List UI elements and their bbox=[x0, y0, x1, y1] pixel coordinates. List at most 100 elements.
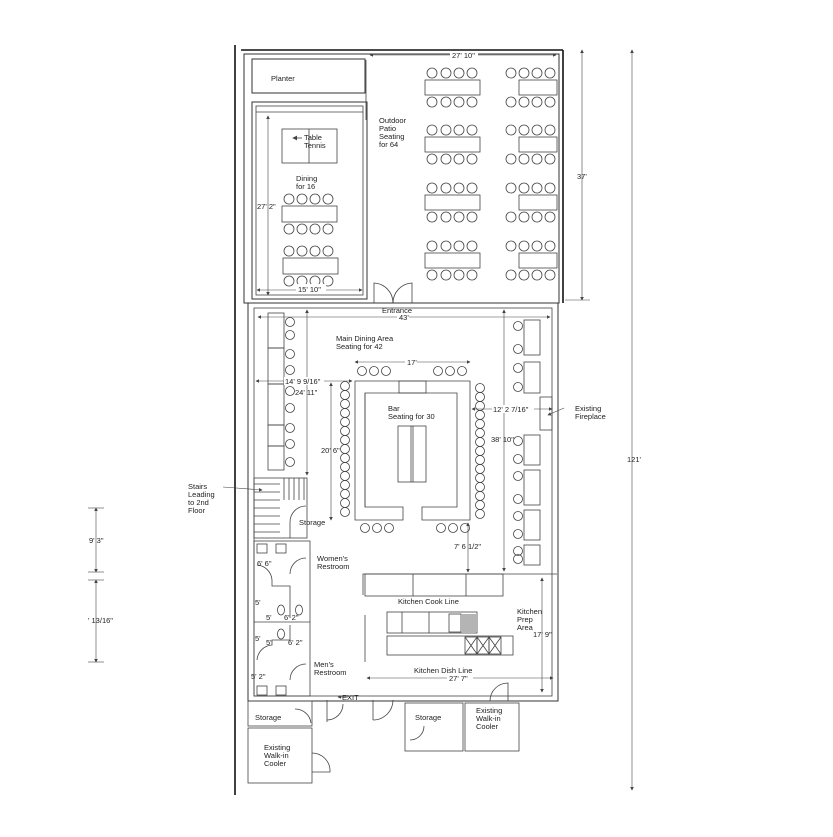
svg-text:38' 10": 38' 10" bbox=[491, 435, 514, 444]
chair bbox=[369, 366, 379, 376]
main-dining-area: 43' Main Dining Area Seating for 42 24' … bbox=[255, 309, 551, 572]
svg-text:Storage: Storage bbox=[299, 518, 325, 527]
chair bbox=[453, 153, 465, 165]
chair bbox=[544, 96, 556, 108]
chair bbox=[531, 153, 543, 165]
chair bbox=[453, 211, 465, 223]
svg-text:Walk-in: Walk-in bbox=[476, 714, 501, 723]
left-dimensions: 9' 3" ' 13/16" bbox=[88, 507, 113, 663]
chair bbox=[475, 392, 485, 402]
chair bbox=[360, 523, 370, 533]
svg-text:Entrance: Entrance bbox=[382, 306, 412, 315]
chair bbox=[285, 423, 295, 433]
chair bbox=[322, 245, 334, 257]
chair bbox=[505, 96, 517, 108]
chair bbox=[440, 67, 452, 79]
chair bbox=[384, 523, 394, 533]
chair bbox=[340, 381, 350, 391]
chair bbox=[453, 269, 465, 281]
table-tennis-table bbox=[281, 128, 338, 164]
patio-table bbox=[424, 79, 481, 96]
chair bbox=[475, 383, 485, 393]
svg-text:Existing: Existing bbox=[264, 743, 290, 752]
chair bbox=[453, 182, 465, 194]
svg-text:Dining: Dining bbox=[296, 174, 317, 183]
svg-text:Floor: Floor bbox=[188, 506, 206, 515]
chair bbox=[505, 67, 517, 79]
chair bbox=[531, 67, 543, 79]
svg-text:Leading: Leading bbox=[188, 490, 215, 499]
fireplace: Existing Fireplace bbox=[539, 396, 606, 431]
chair bbox=[433, 366, 443, 376]
svg-text:Tennis: Tennis bbox=[304, 141, 326, 150]
chair bbox=[285, 365, 295, 375]
chair bbox=[340, 489, 350, 499]
chair bbox=[296, 245, 308, 257]
svg-text:27' 7": 27' 7" bbox=[449, 674, 468, 683]
svg-text:5': 5' bbox=[255, 598, 261, 607]
chair bbox=[531, 240, 543, 252]
svg-text:6' 2": 6' 2" bbox=[284, 613, 299, 622]
booth bbox=[523, 544, 541, 566]
svg-text:17': 17' bbox=[407, 358, 417, 367]
svg-text:Restroom: Restroom bbox=[317, 562, 350, 571]
svg-text:for 64: for 64 bbox=[379, 140, 398, 149]
svg-text:Main Dining Area: Main Dining Area bbox=[336, 334, 394, 343]
svg-text:Patio: Patio bbox=[379, 124, 396, 133]
patio-table bbox=[518, 79, 558, 96]
svg-text:27' 10": 27' 10" bbox=[452, 51, 475, 60]
kitchen: Kitchen Cook Line Kitchen Prep Area 17' … bbox=[362, 573, 557, 702]
chair bbox=[466, 124, 478, 136]
chair bbox=[475, 437, 485, 447]
chair bbox=[285, 439, 295, 449]
chair bbox=[544, 240, 556, 252]
entrance-doors[interactable]: Entrance bbox=[373, 282, 413, 315]
chair bbox=[466, 182, 478, 194]
chair bbox=[466, 211, 478, 223]
svg-text:5': 5' bbox=[266, 638, 272, 647]
chair bbox=[340, 498, 350, 508]
chair bbox=[475, 500, 485, 510]
chair bbox=[518, 153, 530, 165]
chair bbox=[531, 269, 543, 281]
svg-text:Kitchen: Kitchen bbox=[517, 607, 542, 616]
chair bbox=[340, 507, 350, 517]
chair bbox=[357, 366, 367, 376]
chair bbox=[426, 96, 438, 108]
chair bbox=[531, 211, 543, 223]
chair bbox=[381, 366, 391, 376]
svg-text:24' 11": 24' 11" bbox=[295, 388, 318, 397]
chair bbox=[453, 240, 465, 252]
chair bbox=[505, 182, 517, 194]
chair bbox=[440, 153, 452, 165]
svg-text:Seating for 42: Seating for 42 bbox=[336, 342, 383, 351]
svg-text:Women's: Women's bbox=[317, 554, 348, 563]
chair bbox=[453, 67, 465, 79]
chair bbox=[440, 182, 452, 194]
chair bbox=[505, 211, 517, 223]
chair bbox=[309, 223, 321, 235]
svg-text:Existing: Existing bbox=[575, 404, 601, 413]
chair bbox=[513, 344, 523, 354]
chair bbox=[426, 240, 438, 252]
chair bbox=[475, 419, 485, 429]
svg-text:9' 3": 9' 3" bbox=[89, 536, 104, 545]
chair bbox=[285, 330, 295, 340]
chair bbox=[466, 96, 478, 108]
svg-text:121': 121' bbox=[627, 455, 642, 464]
chair bbox=[426, 124, 438, 136]
svg-text:14' 9 9/16": 14' 9 9/16" bbox=[285, 377, 321, 386]
svg-text:5': 5' bbox=[255, 634, 261, 643]
chair bbox=[340, 462, 350, 472]
chair bbox=[513, 471, 523, 481]
svg-text:Cooler: Cooler bbox=[476, 722, 499, 731]
booth bbox=[523, 469, 541, 506]
svg-text:27' 2": 27' 2" bbox=[257, 202, 276, 211]
svg-text:6' 2": 6' 2" bbox=[288, 638, 303, 647]
booth bbox=[267, 312, 285, 349]
chair bbox=[475, 410, 485, 420]
dish-rack-x bbox=[488, 636, 502, 655]
svg-text:Kitchen Cook Line: Kitchen Cook Line bbox=[398, 597, 459, 606]
chair bbox=[518, 96, 530, 108]
dish-rack-x bbox=[464, 636, 478, 655]
